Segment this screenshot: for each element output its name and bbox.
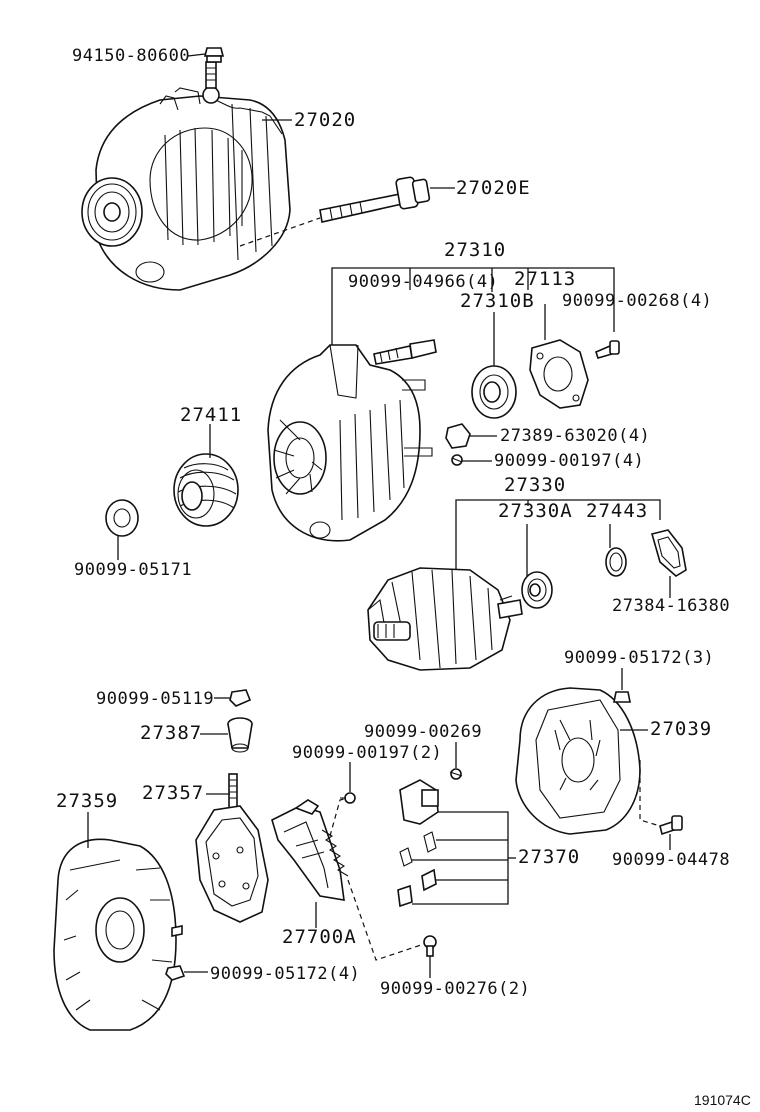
rectifier-end-frame-illustration	[53, 838, 183, 1031]
small-screw-illustration	[451, 454, 463, 466]
terminal-nut-illustration	[229, 689, 252, 707]
through-bolt-illustration	[319, 176, 431, 223]
rear-cover-nut-illustration	[613, 691, 631, 703]
holder-screw-illustration	[423, 935, 437, 957]
part-label-rectifier: 27357	[142, 782, 205, 804]
regulator-screw-illustration	[340, 792, 356, 804]
rotor-illustration	[367, 567, 523, 671]
rear-end-cover-illustration	[515, 687, 641, 835]
part-label-regulator-screw: 90099-00269	[364, 722, 483, 742]
bearing-ring-illustration	[651, 529, 687, 577]
terminal-insulator-illustration	[227, 717, 253, 753]
part-label-terminal-insulator: 27387	[140, 722, 203, 744]
rear-bearing-illustration	[521, 571, 553, 609]
brush-screw-illustration	[449, 768, 463, 780]
rectifier-illustration	[195, 773, 269, 923]
part-label-through-bolt: 27020E	[456, 177, 531, 199]
alternator-assembly-illustration	[81, 61, 291, 291]
stud-bolt-illustration	[373, 339, 437, 365]
retainer-screw-illustration	[595, 340, 620, 359]
insulator-illustration	[445, 423, 471, 449]
part-label-rear-end-cover: 27039	[650, 718, 713, 740]
part-label-drive-end-frame: 27310	[444, 239, 507, 261]
part-label-rectifier-end-frame: 27359	[56, 790, 119, 812]
part-label-pulley-nut: 90099-05171	[74, 560, 193, 580]
brush-holder-illustration	[397, 779, 439, 908]
part-label-retainer-screw: 90099-00268(4)	[562, 291, 713, 311]
figure-code: 191074C	[694, 1092, 751, 1108]
part-label-small-screw: 90099-00197(4)	[494, 451, 645, 471]
regulator-illustration	[271, 799, 349, 901]
drive-end-frame-illustration	[267, 344, 433, 542]
retainer-illustration	[529, 339, 589, 409]
part-label-pulley: 27411	[180, 404, 243, 426]
part-label-bolt-top: 94150-80600	[72, 46, 191, 66]
part-label-regulator: 27700A	[282, 926, 357, 948]
part-label-insulator: 27389-63020(4)	[500, 426, 651, 446]
part-label-rear-cover-nut: 90099-05172(3)	[564, 648, 715, 668]
part-label-bearing-ring: 27384-16380	[612, 596, 731, 616]
part-label-retainer: 27113	[514, 268, 577, 290]
bearing-cover-illustration	[605, 547, 627, 577]
part-label-stud-bolt: 90099-04966(4)	[348, 272, 499, 292]
part-label-rotor: 27330	[504, 474, 567, 496]
part-label-terminal-nut: 90099-05119	[96, 689, 215, 709]
part-label-brush-holder: 27370	[518, 846, 581, 868]
pulley-nut-illustration	[105, 499, 139, 537]
part-label-bearing-cover: 27443	[586, 500, 649, 522]
top-bolt-illustration	[203, 47, 225, 63]
frame-nut-illustration	[165, 965, 186, 981]
part-label-front-bearing: 27310B	[460, 290, 535, 312]
part-label-holder-screw: 90099-00276(2)	[380, 979, 531, 999]
part-label-alternator-assy: 27020	[294, 109, 357, 131]
part-label-cover-screw: 90099-04478	[612, 850, 731, 870]
front-bearing-illustration	[471, 365, 517, 419]
part-label-rear-bearing: 27330A	[498, 500, 573, 522]
cover-screw-illustration	[659, 815, 683, 836]
part-label-regulator-screw-2: 90099-00197(2)	[292, 743, 443, 763]
part-label-frame-nut: 90099-05172(4)	[210, 964, 361, 984]
pulley-illustration	[173, 453, 239, 527]
